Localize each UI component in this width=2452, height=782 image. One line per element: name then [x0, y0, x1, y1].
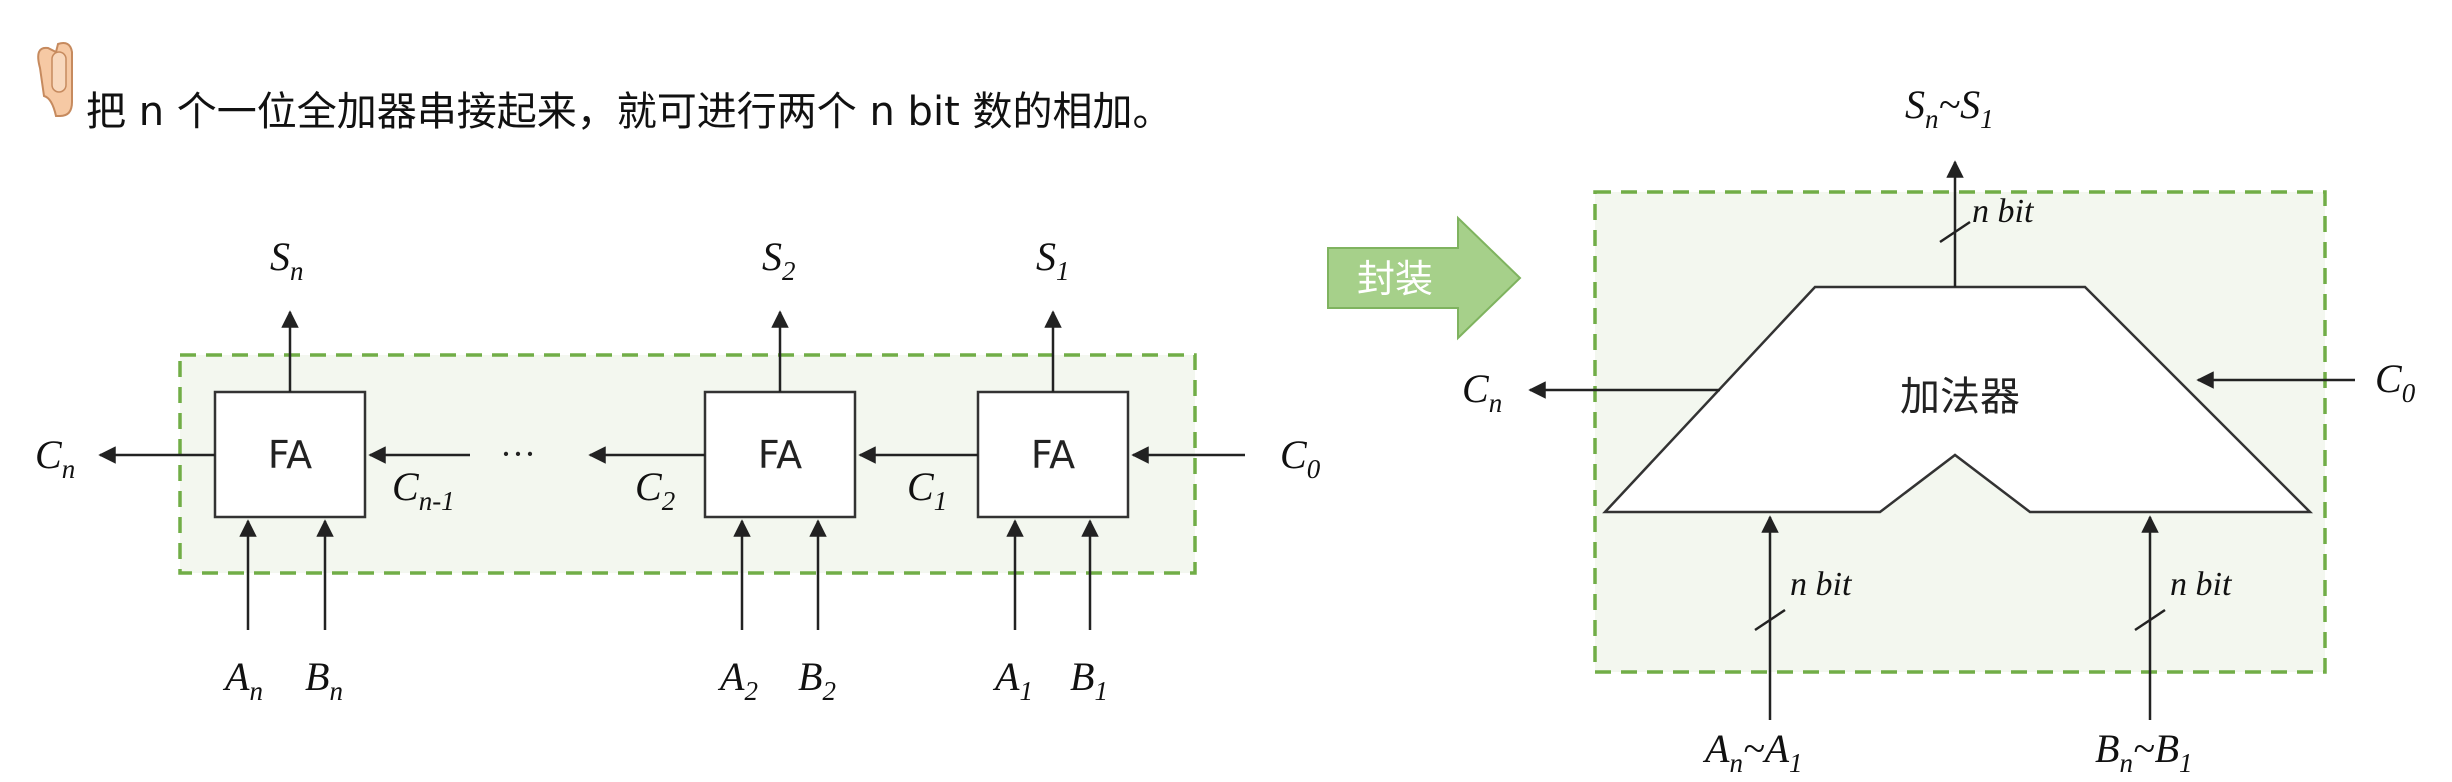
sum-bus-width: n bit: [1972, 193, 2035, 230]
carry-in-label: C0: [2375, 356, 2416, 408]
encapsulate-arrow: 封装: [1327, 215, 1522, 341]
sum-bus-slash: [1939, 220, 1971, 244]
fa-box-1: [976, 390, 1130, 519]
input-label-an: An: [222, 654, 263, 706]
sum-label-2: S2: [762, 234, 796, 286]
b-bus-label: Bn~B1: [2095, 726, 2193, 778]
carry-label-c0: C0: [1280, 432, 1321, 484]
pointing-hand-icon: [37, 42, 73, 117]
carry-label-c1: C1: [907, 464, 947, 516]
sum-bus-label: Sn~S1: [1905, 82, 1994, 134]
b-bus-slash: [2134, 608, 2166, 632]
sum-label-n: Sn: [270, 234, 304, 286]
carry-ellipsis: ···: [500, 434, 536, 474]
adder-label: 加法器: [1900, 374, 2020, 420]
intro-text: 把 n 个一位全加器串接起来，就可进行两个 n bit 数的相加。: [86, 89, 1172, 135]
fa-label-1: FA: [1031, 433, 1075, 477]
a-bus-slash: [1754, 608, 1786, 632]
b-bus-width: n bit: [2170, 566, 2233, 603]
a-bus-label: An~A1: [1702, 726, 1803, 778]
carry-label-cn-1: Cn-1: [392, 464, 455, 516]
input-label-bn: Bn: [305, 654, 343, 706]
input-label-a2: A2: [717, 654, 758, 706]
a-bus-width: n bit: [1790, 566, 1853, 603]
carry-out-label: Cn: [1462, 366, 1502, 418]
fa-label-2: FA: [758, 433, 802, 477]
input-label-a1: A1: [992, 654, 1033, 706]
fa-label-n: FA: [268, 433, 312, 477]
carry-label-c2: C2: [635, 464, 675, 516]
encapsulate-label: 封装: [1357, 257, 1433, 301]
adder-trapezoid: [1602, 285, 2314, 514]
input-label-b1: B1: [1070, 654, 1108, 706]
fa-box-n: [213, 390, 367, 519]
sum-label-1: S1: [1036, 234, 1070, 286]
input-label-b2: B2: [798, 654, 836, 706]
carry-label-cn: Cn: [35, 432, 75, 484]
